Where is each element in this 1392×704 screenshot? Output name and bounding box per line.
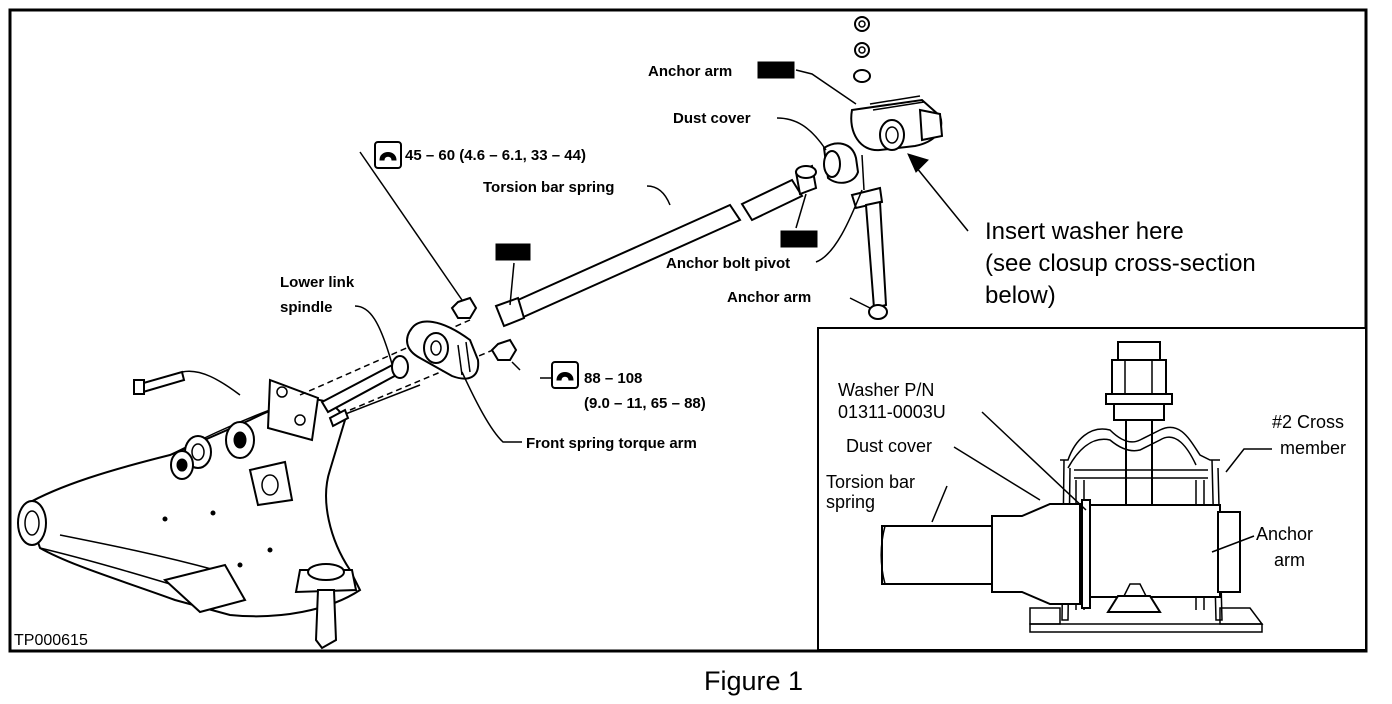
label-lower-link-line1: Lower link	[280, 274, 355, 291]
label-torque-spec-2-line2: (9.0 – 11, 65 – 88)	[584, 395, 706, 412]
label-torque-spec-2-line1: 88 – 108	[584, 370, 642, 387]
inset-torsion-line1: Torsion bar	[826, 472, 915, 492]
inset-dust-cover: Dust cover	[846, 436, 932, 456]
grease-symbol-anchor-arm	[757, 61, 795, 79]
label-lower-link-line2: spindle	[280, 299, 333, 316]
inset-cross-line2: member	[1280, 438, 1346, 458]
label-image-code: TP000615	[14, 632, 88, 649]
callout-line2: (see closup cross-section	[985, 250, 1256, 277]
torque-icon-1	[374, 141, 402, 169]
label-anchor-arm-top: Anchor arm	[648, 63, 732, 80]
inset-panel	[817, 327, 1367, 651]
lower-link-spindle-part	[320, 355, 409, 428]
leader-lines	[354, 69, 969, 443]
grease-symbol-anchor-bolt	[780, 230, 818, 248]
inset-leader-lines	[931, 411, 1272, 553]
torque-icon-2	[551, 361, 579, 389]
callout-line3: below)	[985, 282, 1056, 309]
anchor-arm-assembly	[850, 16, 944, 320]
inset-washer-line2: 01311-0003U	[838, 402, 946, 422]
label-dust-cover: Dust cover	[673, 110, 751, 127]
label-torsion-bar-spring: Torsion bar spring	[483, 179, 614, 196]
label-anchor-bolt-pivot: Anchor bolt pivot	[666, 255, 790, 272]
torsion-bar-part	[494, 178, 804, 328]
inset-torsion-line2: spring	[826, 492, 875, 512]
lower-control-arm-drawing	[17, 370, 362, 650]
label-anchor-arm-bottom: Anchor arm	[727, 289, 811, 306]
callout-line1: Insert washer here	[985, 218, 1184, 245]
inset-anchor-line2: arm	[1274, 550, 1305, 570]
label-front-spring-torque-arm: Front spring torque arm	[526, 435, 697, 452]
anchor-bolt-pivot-part	[794, 164, 818, 196]
inset-washer-line1: Washer P/N	[838, 380, 934, 400]
grease-symbol-torsion-bar	[495, 243, 531, 261]
label-torque-spec-1: 45 – 60 (4.6 – 6.1, 33 – 44)	[405, 147, 586, 164]
inset-anchor-line1: Anchor	[1256, 524, 1313, 544]
figure-caption: Figure 1	[704, 666, 803, 696]
front-spring-torque-arm-part	[406, 296, 518, 380]
inset-cross-line1: #2 Cross	[1272, 412, 1344, 432]
dust-cover-part	[822, 142, 860, 184]
